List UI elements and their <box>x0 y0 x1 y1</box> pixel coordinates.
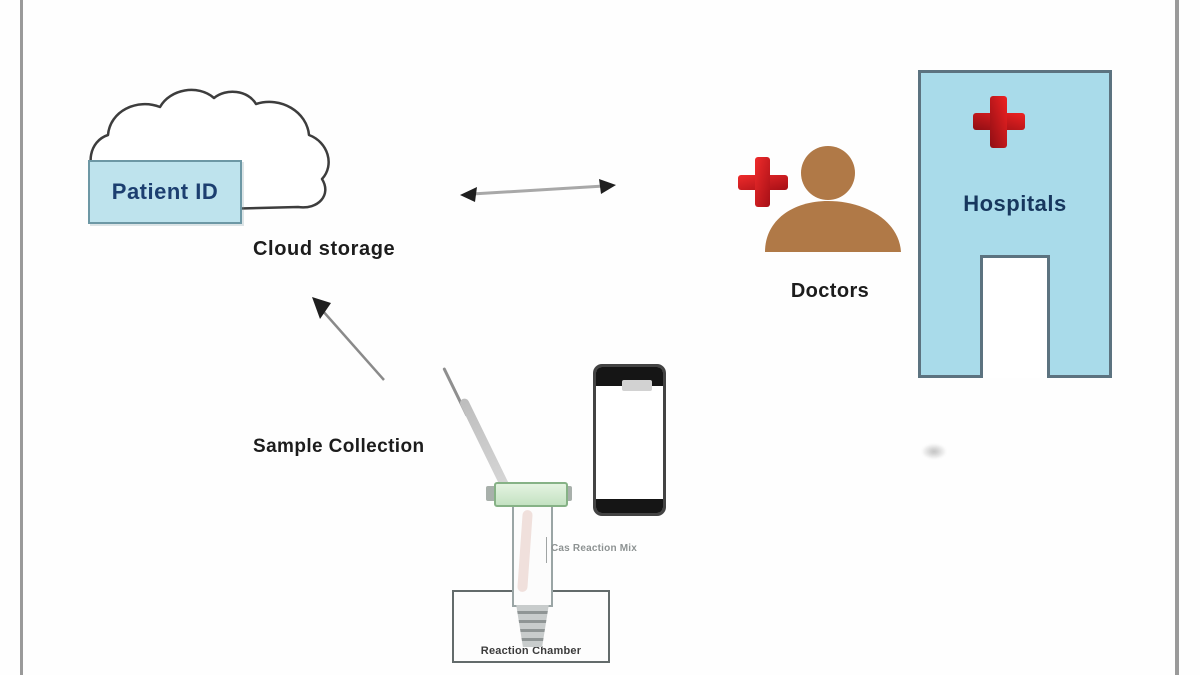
page-border-left <box>20 0 23 675</box>
medical-cross-icon <box>973 96 1025 148</box>
upload-arrow-icon <box>312 297 385 381</box>
swab-shaft-icon <box>458 397 511 491</box>
tube-cap-nub-right <box>564 486 572 501</box>
reaction-chamber-label: Reaction Chamber <box>480 645 582 657</box>
patient-id-box: Patient ID <box>88 160 242 224</box>
doctors-label: Doctors <box>790 280 870 302</box>
tube-cap-nub-left <box>486 486 496 501</box>
mix-label-leader-line <box>546 537 547 563</box>
phone-camera-notch <box>622 380 652 391</box>
smartphone-icon <box>593 364 666 516</box>
page-border-right <box>1175 0 1179 675</box>
hospital-door <box>980 255 1050 378</box>
doctor-icon <box>738 146 901 252</box>
cas-reaction-mix-label: Cas Reaction Mix <box>551 543 638 554</box>
hospitals-label: Hospitals <box>963 191 1067 216</box>
cloud-storage-label: Cloud storage <box>253 238 396 260</box>
medical-cross-icon <box>738 157 788 207</box>
sample-collection-label: Sample Collection <box>253 436 425 457</box>
phone-bottom-bezel <box>596 499 663 513</box>
patient-id-label: Patient ID <box>111 179 219 204</box>
smudge-artifact <box>922 444 946 459</box>
double-arrow-icon <box>460 179 616 202</box>
person-icon <box>765 146 901 252</box>
test-tube-cap <box>494 482 568 507</box>
hospital-building: Hospitals <box>918 70 1112 378</box>
